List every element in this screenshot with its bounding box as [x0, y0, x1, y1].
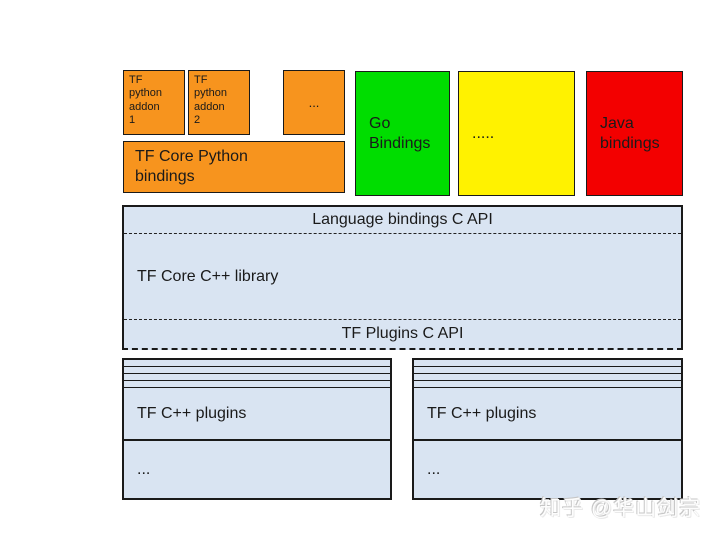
tf-cpp-plugins-stack-right: TF C++ plugins ...	[412, 358, 683, 500]
tf-python-addon-2-label: TF python addon 2	[194, 74, 228, 127]
tf-cpp-plugins-left-more-box: ...	[124, 441, 390, 498]
tf-cpp-plugins-right-label-box: TF C++ plugins	[414, 388, 681, 441]
tf-python-addon-1-label: TF python addon 1	[129, 74, 163, 127]
tf-cpp-plugins-right-label: TF C++ plugins	[427, 404, 537, 422]
plugin-layer-strip	[414, 360, 681, 367]
tf-python-addon-2-box: TF python addon 2	[188, 70, 250, 135]
zhihu-watermark: 知乎 @华山剑宗	[540, 497, 702, 520]
plugin-layer-strip	[124, 360, 390, 367]
tf-cpp-plugins-right-more: ...	[427, 460, 441, 478]
plugin-layer-strip	[124, 374, 390, 381]
tf-core-python-bindings-box: TF Core Python bindings	[123, 141, 345, 193]
java-bindings-label: Java bindings	[600, 114, 660, 152]
tf-core-cpp-library-section: TF Core C++ library	[124, 234, 681, 319]
tf-core-python-bindings-label: TF Core Python bindings	[135, 148, 248, 185]
tf-plugins-c-api-strip: TF Plugins C API	[124, 319, 681, 348]
tf-cpp-plugins-left-label-box: TF C++ plugins	[124, 388, 390, 441]
plugin-layer-strip	[124, 381, 390, 388]
go-bindings-box: Go Bindings	[355, 71, 450, 196]
other-bindings-label: .....	[472, 124, 495, 142]
tf-core-cpp-library-label: TF Core C++ library	[137, 267, 279, 285]
tf-core-container: Language bindings C API TF Core C++ libr…	[122, 205, 683, 350]
plugin-layer-strip	[414, 374, 681, 381]
more-addons-box: ...	[283, 70, 345, 135]
language-bindings-c-api-label: Language bindings C API	[312, 211, 493, 229]
tf-cpp-plugins-left-label: TF C++ plugins	[137, 404, 247, 422]
tf-cpp-plugins-right-more-box: ...	[414, 441, 681, 498]
language-bindings-c-api-strip: Language bindings C API	[124, 207, 681, 234]
tf-cpp-plugins-stack-left: TF C++ plugins ...	[122, 358, 392, 500]
tf-plugins-c-api-label: TF Plugins C API	[341, 325, 464, 343]
other-bindings-box: .....	[458, 71, 575, 196]
plugin-layer-strip	[124, 367, 390, 374]
java-bindings-box: Java bindings	[586, 71, 683, 196]
plugin-layer-strip	[414, 381, 681, 388]
tf-cpp-plugins-left-more: ...	[137, 460, 151, 478]
tf-python-addon-1-box: TF python addon 1	[123, 70, 185, 135]
go-bindings-label: Go Bindings	[369, 114, 431, 152]
more-addons-label: ...	[308, 94, 320, 110]
plugin-layer-strip	[414, 367, 681, 374]
